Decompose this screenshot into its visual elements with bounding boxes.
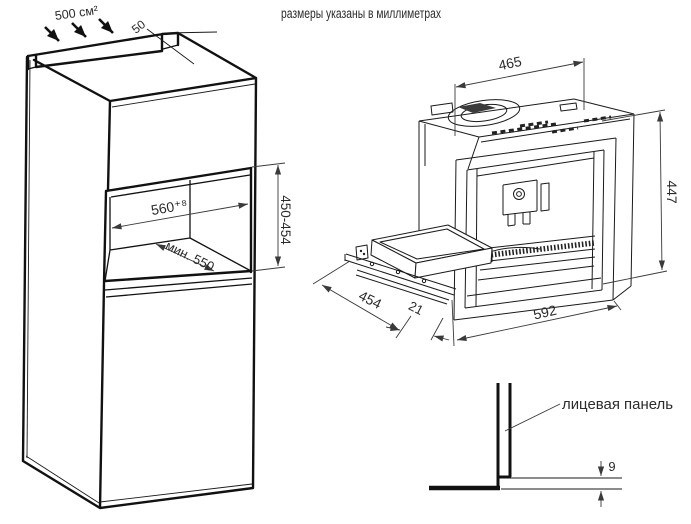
cabinet-drawing: 500 см² 50 560⁺⁸ 450-454 мин. 550 [21, 3, 293, 510]
tray-rim-inner [379, 228, 485, 260]
pullout-tray [344, 224, 493, 305]
bean-hopper-outer-icon [447, 99, 521, 127]
cabinet-thin-lines [25, 28, 256, 504]
niche-height-extension-lines [251, 162, 286, 272]
spout-knob-center-icon [516, 191, 522, 197]
appliance-top-details [430, 99, 612, 135]
dim-top-width-line [455, 60, 584, 89]
dim-niche-width-line [111, 202, 249, 230]
dim-pullout-depth-line [321, 284, 400, 331]
cabinet-outline [21, 31, 258, 510]
drip-grille-icon [480, 240, 595, 259]
page-title: размеры указаны в миллиметрах [281, 6, 441, 21]
appliance-dimensions: 465 447 454 21 592 [312, 53, 680, 347]
bean-hopper-lid-icon [458, 103, 496, 113]
airflow-arrow-3 [98, 18, 114, 34]
rail-hole2-icon [395, 269, 401, 275]
dim-label-niche-height: 450-454 [278, 195, 293, 245]
dim-offset-arrow-right [433, 335, 450, 342]
top-vent-slots-icon [491, 115, 612, 135]
cabinet-dimensions: 500 см² 50 560⁺⁸ 450-454 мин. 550 [54, 3, 293, 274]
dim-label-top-width: 465 [497, 53, 523, 74]
telescopic-rails [344, 248, 493, 305]
dim-label-niche-depth: мин. 550 [163, 238, 217, 274]
coffee-spout-unit [502, 179, 550, 227]
top-hatch [430, 102, 578, 116]
airflow-arrows [44, 18, 114, 42]
drip-tray-borders [477, 235, 596, 281]
bracket-screw2-icon [362, 252, 366, 256]
dim-offset-arrow-left [385, 324, 401, 332]
detail-thin-lines [501, 477, 622, 490]
rail-hole3-icon [421, 278, 427, 284]
dim-label-front-offset: 21 [406, 298, 426, 318]
dim-label-height: 447 [664, 180, 680, 204]
dim-label-rear-gap: 50 [129, 17, 148, 36]
panel-label-leader-line [504, 403, 561, 432]
bracket-screw-icon [359, 249, 363, 253]
airflow-arrow-2 [71, 22, 87, 38]
tray-front-wall [414, 247, 493, 279]
dim-label-pullout-depth: 454 [356, 287, 384, 312]
appliance-drawing: 465 447 454 21 592 [312, 53, 680, 347]
airflow-arrow-1 [44, 26, 60, 42]
appliance-extension-lines [312, 58, 668, 347]
front-panel-detail: 9 лицевая панель [429, 383, 673, 507]
rail-bracket [355, 244, 369, 261]
dim-front-width-line [456, 304, 618, 342]
appliance-body [418, 98, 635, 321]
dim-niche-depth-line [155, 243, 215, 272]
rail-hole-icon [369, 261, 375, 267]
dim-label-niche-width: 560⁺⁸ [150, 196, 189, 218]
panel-section-lines [496, 383, 512, 489]
front-panel-label: лицевая панель [562, 397, 673, 413]
spout-knob-icon [513, 188, 525, 200]
dim-label-front-width: 592 [532, 302, 559, 323]
dim-label-vent-area: 500 см² [54, 3, 99, 23]
dim-height-line [657, 111, 665, 271]
dim-label-panel-gap: 9 [608, 459, 615, 474]
